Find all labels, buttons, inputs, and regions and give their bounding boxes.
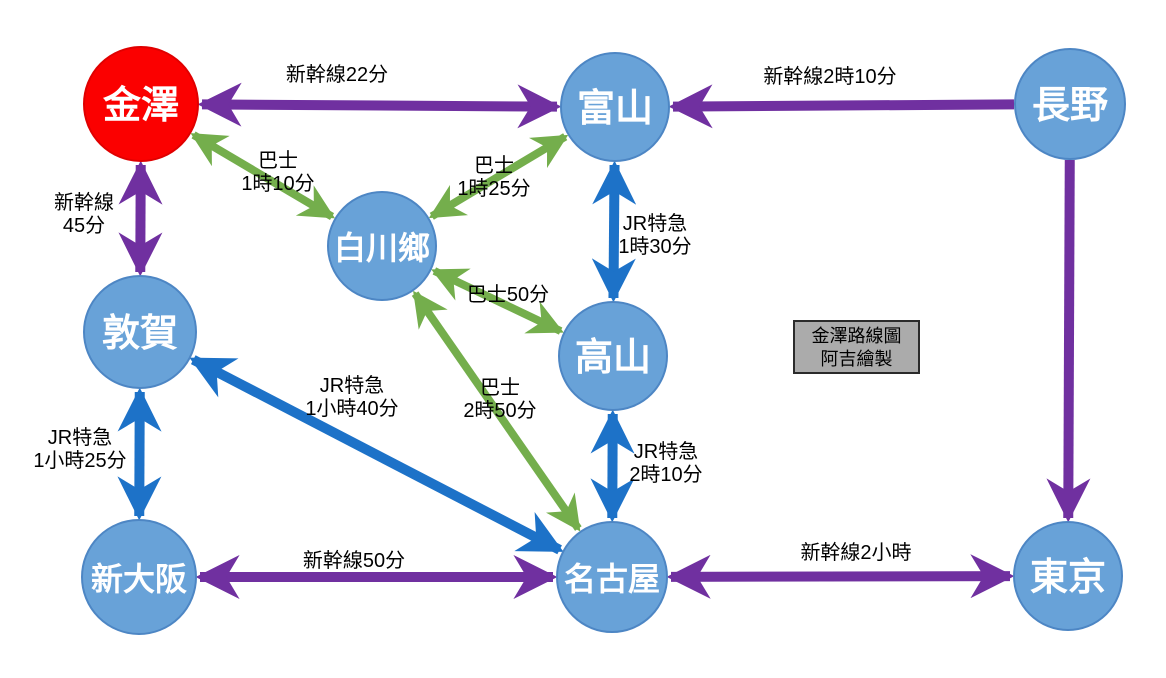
node-kanazawa — [83, 46, 199, 162]
edge-kanazawa-toyama — [197, 82, 562, 129]
node-shirakawago — [327, 191, 437, 301]
edge-nagoya-tokyo — [666, 554, 1015, 599]
edge-label-shinosaka-nagoya: 新幹線50分 — [303, 548, 405, 572]
edge-label-nagano-toyama: 新幹線2時10分 — [763, 64, 896, 88]
node-takayama — [558, 301, 668, 411]
edge-label-nagoya-tokyo: 新幹線2小時 — [800, 540, 911, 564]
edge-kanazawa-shirakawago — [190, 131, 336, 221]
edge-label-toyama-takayama: JR特急 — [623, 212, 687, 235]
edge-label-kanazawa-toyama: 新幹線22分 — [286, 62, 388, 86]
edge-label-takayama-nagoya: 2時10分 — [629, 463, 702, 486]
node-label-shinosaka: 新大阪 — [91, 561, 187, 597]
node-label-nagoya: 名古屋 — [564, 561, 660, 597]
legend-box — [793, 320, 920, 374]
edge-label-shirakawago-takayama: 巴士50分 — [467, 283, 549, 306]
edge-nagano-toyama — [668, 84, 1015, 129]
edge-shirakawago-toyama — [428, 133, 569, 220]
edge-tsuruga-shinosaka — [117, 387, 162, 521]
node-tsuruga — [83, 275, 197, 389]
edge-label-kanazawa-tsuruga: 45分 — [63, 214, 105, 237]
node-toyama — [560, 52, 670, 162]
edge-label-takayama-nagoya: JR特急 — [634, 440, 698, 463]
edge-label-kanazawa-shirakawago: 1時10分 — [241, 172, 314, 195]
node-shinosaka — [81, 519, 197, 635]
edge-label-tsuruga-shinosaka: 1小時25分 — [33, 449, 126, 472]
edge-label-shirakawago-nagoya: 2時50分 — [463, 399, 536, 422]
edge-label-shirakawago-nagoya: 巴士 — [480, 376, 520, 399]
edge-nagano-tokyo — [1046, 159, 1091, 523]
node-label-nagano: 長野 — [1032, 85, 1108, 127]
node-tokyo — [1013, 521, 1123, 631]
node-label-tokyo: 東京 — [1030, 557, 1106, 599]
edge-label-tsuruga-nagoya: 1小時40分 — [305, 397, 398, 420]
node-label-takayama: 高山 — [575, 337, 651, 379]
edge-label-shirakawago-toyama: 1時25分 — [457, 177, 530, 200]
edge-label-kanazawa-shirakawago: 巴士 — [258, 149, 298, 172]
legend-author: 阿吉繪製 — [821, 349, 893, 369]
node-nagoya — [556, 521, 668, 633]
node-label-kanazawa: 金澤 — [102, 84, 179, 127]
edge-toyama-takayama — [591, 160, 637, 303]
node-nagano — [1014, 48, 1126, 160]
edge-label-toyama-takayama: 1時30分 — [618, 235, 691, 258]
node-label-tsuruga: 敦賀 — [102, 313, 178, 355]
edge-label-kanazawa-tsuruga: 新幹線 — [54, 190, 114, 214]
legend-title: 金澤路線圖 — [812, 326, 902, 346]
edge-label-tsuruga-shinosaka: JR特急 — [48, 426, 112, 449]
node-label-shirakawago: 白川鄉 — [334, 230, 430, 266]
node-label-toyama: 富山 — [577, 87, 653, 130]
edge-tsuruga-nagoya — [189, 355, 564, 555]
edge-label-shirakawago-toyama: 巴士 — [474, 154, 514, 177]
edge-label-tsuruga-nagoya: JR特急 — [320, 374, 384, 397]
